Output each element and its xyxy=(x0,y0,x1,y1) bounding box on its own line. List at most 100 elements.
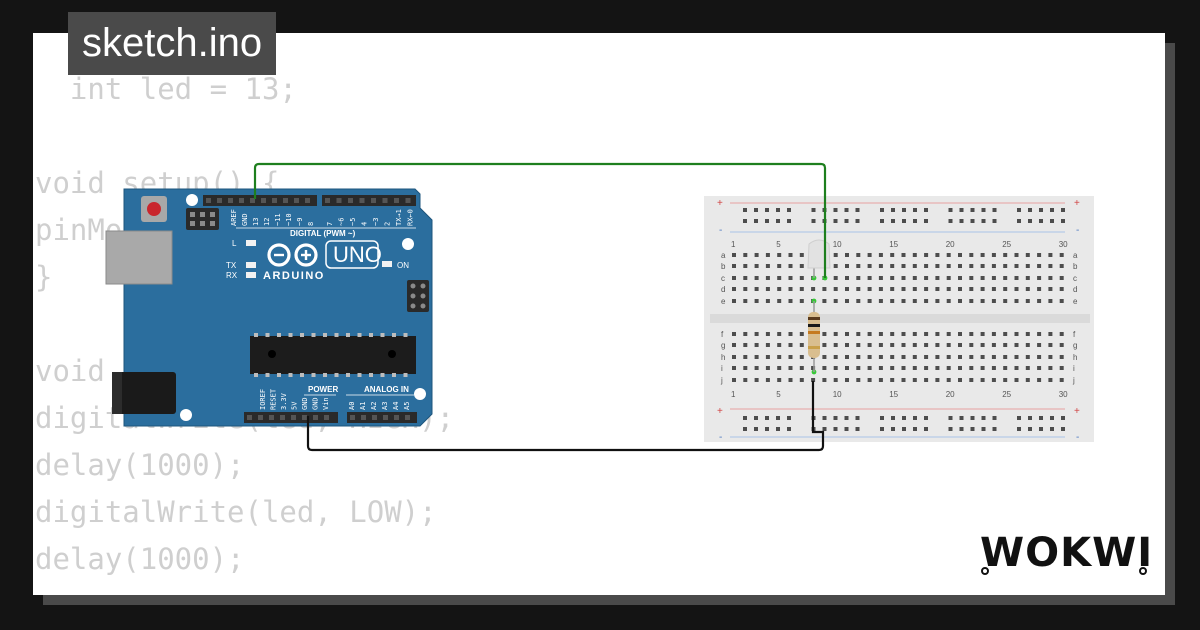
breadboard-hole[interactable] xyxy=(969,332,974,336)
breadboard-hole[interactable] xyxy=(935,276,940,280)
breadboard-hole[interactable] xyxy=(901,366,906,370)
breadboard-hole[interactable] xyxy=(845,343,849,347)
breadboard-hole[interactable] xyxy=(732,343,736,347)
breadboard-hole[interactable] xyxy=(1014,343,1019,347)
breadboard-hole[interactable] xyxy=(912,378,917,382)
breadboard-hole[interactable] xyxy=(788,287,793,291)
breadboard-hole[interactable] xyxy=(924,299,929,303)
breadboard-hole[interactable] xyxy=(1037,264,1042,268)
rail-hole[interactable] xyxy=(833,219,838,223)
rail-hole[interactable] xyxy=(981,427,986,431)
breadboard-hole[interactable] xyxy=(1048,276,1053,280)
breadboard-hole[interactable] xyxy=(1048,366,1053,370)
breadboard-hole[interactable] xyxy=(946,299,951,303)
breadboard-hole[interactable] xyxy=(765,332,770,336)
breadboard-hole[interactable] xyxy=(935,253,940,257)
rail-hole[interactable] xyxy=(765,208,769,212)
breadboard-hole[interactable] xyxy=(969,287,974,291)
breadboard-hole[interactable] xyxy=(1037,366,1042,370)
breadboard-hole[interactable] xyxy=(833,264,838,268)
breadboard-hole[interactable] xyxy=(980,355,985,359)
breadboard-hole[interactable] xyxy=(969,343,974,347)
header-hole[interactable] xyxy=(383,415,388,420)
header-hole[interactable] xyxy=(250,198,255,203)
rail-hole[interactable] xyxy=(833,427,838,431)
breadboard-hole[interactable] xyxy=(1025,253,1030,257)
breadboard-hole[interactable] xyxy=(811,287,816,291)
header-hole[interactable] xyxy=(239,198,244,203)
rail-hole[interactable] xyxy=(787,416,791,420)
breadboard-hole[interactable] xyxy=(1014,355,1019,359)
breadboard-hole[interactable] xyxy=(777,378,782,382)
breadboard-hole[interactable] xyxy=(1048,332,1053,336)
breadboard-hole[interactable] xyxy=(980,343,985,347)
breadboard-hole[interactable] xyxy=(890,343,895,347)
rail-hole[interactable] xyxy=(913,427,917,431)
breadboard-hole[interactable] xyxy=(867,343,872,347)
breadboard-hole[interactable] xyxy=(912,355,917,359)
breadboard-hole[interactable] xyxy=(991,343,996,347)
breadboard-hole[interactable] xyxy=(901,264,906,268)
breadboard-hole[interactable] xyxy=(1037,253,1042,257)
rail-hole[interactable] xyxy=(981,416,986,420)
breadboard-hole[interactable] xyxy=(867,378,872,382)
rail-hole[interactable] xyxy=(970,427,975,431)
breadboard-hole[interactable] xyxy=(743,299,748,303)
breadboard-hole[interactable] xyxy=(1025,299,1030,303)
rail-hole[interactable] xyxy=(1050,427,1054,431)
breadboard-hole[interactable] xyxy=(878,276,883,280)
rail-hole[interactable] xyxy=(765,416,769,420)
breadboard-hole[interactable] xyxy=(935,378,940,382)
breadboard-hole[interactable] xyxy=(833,332,838,336)
breadboard-hole[interactable] xyxy=(743,264,748,268)
breadboard-hole[interactable] xyxy=(845,366,849,370)
breadboard-hole[interactable] xyxy=(732,378,736,382)
breadboard-hole[interactable] xyxy=(788,253,793,257)
breadboard-hole[interactable] xyxy=(1037,332,1042,336)
breadboard-hole[interactable] xyxy=(799,287,804,291)
rail-hole[interactable] xyxy=(765,219,769,223)
breadboard-hole[interactable] xyxy=(991,355,996,359)
breadboard-hole[interactable] xyxy=(1059,287,1064,291)
rail-hole[interactable] xyxy=(1039,208,1043,212)
breadboard-hole[interactable] xyxy=(1037,287,1042,291)
rail-hole[interactable] xyxy=(902,208,906,212)
breadboard-hole[interactable] xyxy=(1048,378,1053,382)
breadboard-hole[interactable] xyxy=(1003,366,1008,370)
rail-hole[interactable] xyxy=(754,416,758,420)
breadboard-hole[interactable] xyxy=(924,332,929,336)
breadboard-hole[interactable] xyxy=(732,264,736,268)
breadboard-hole[interactable] xyxy=(777,287,782,291)
rail-hole[interactable] xyxy=(743,219,747,223)
header-hole[interactable] xyxy=(305,198,310,203)
breadboard-hole[interactable] xyxy=(743,355,748,359)
rail-hole[interactable] xyxy=(1017,219,1021,223)
breadboard-hole[interactable] xyxy=(969,264,974,268)
breadboard-hole[interactable] xyxy=(935,343,940,347)
breadboard-hole[interactable] xyxy=(754,287,759,291)
rail-hole[interactable] xyxy=(924,219,928,223)
breadboard-hole[interactable] xyxy=(980,332,985,336)
breadboard-hole[interactable] xyxy=(958,366,962,370)
breadboard-hole[interactable] xyxy=(822,343,827,347)
rail-hole[interactable] xyxy=(754,208,758,212)
rail-hole[interactable] xyxy=(924,427,928,431)
header-hole[interactable] xyxy=(217,198,222,203)
breadboard-hole[interactable] xyxy=(732,287,736,291)
breadboard-hole[interactable] xyxy=(890,276,895,280)
header-hole[interactable] xyxy=(405,198,411,203)
breadboard-hole[interactable] xyxy=(1059,276,1064,280)
breadboard-hole[interactable] xyxy=(743,343,748,347)
breadboard-hole[interactable] xyxy=(754,366,759,370)
header-hole[interactable] xyxy=(372,415,377,420)
breadboard-hole[interactable] xyxy=(991,332,996,336)
header-hole[interactable] xyxy=(371,198,376,203)
breadboard-hole[interactable] xyxy=(1025,343,1030,347)
rail-hole[interactable] xyxy=(948,219,953,223)
breadboard-hole[interactable] xyxy=(732,332,736,336)
header-hole[interactable] xyxy=(324,415,329,420)
breadboard-hole[interactable] xyxy=(958,378,962,382)
breadboard-hole[interactable] xyxy=(765,378,770,382)
breadboard-hole[interactable] xyxy=(1003,253,1008,257)
breadboard-hole[interactable] xyxy=(799,264,804,268)
